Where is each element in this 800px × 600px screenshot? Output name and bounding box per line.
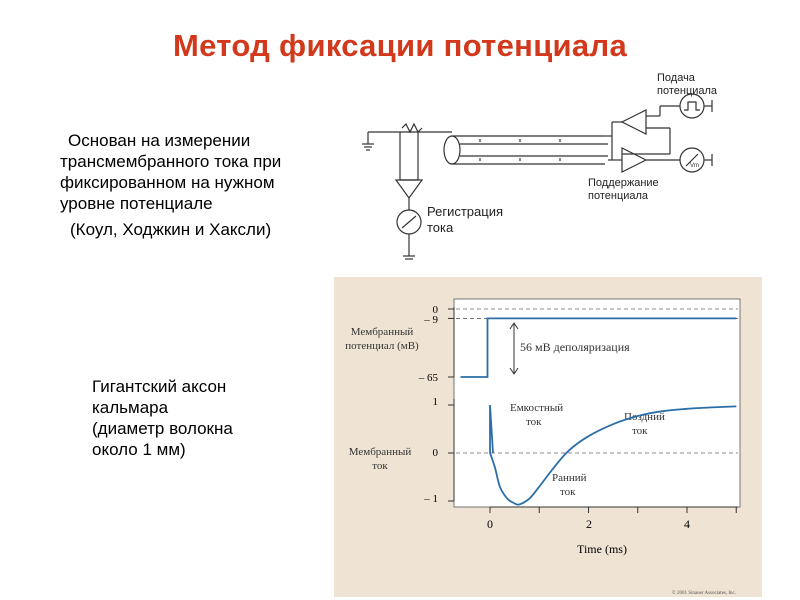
description-line: трансмембранного тока при: [60, 152, 282, 171]
early-current-label: Ранний ток: [552, 472, 589, 498]
copyright-note: © 2001 Sinauer Associates, Inc.: [672, 590, 736, 596]
voltage-clamp-chart: 0 – 9 – 65 1 0 – 1 0 2 4 Time (ms) Мембр…: [334, 277, 762, 597]
late-current-label: Поздний ток: [624, 411, 668, 437]
schematic-drawing: Vm: [362, 93, 713, 260]
current-tick-label: – 1: [423, 493, 438, 505]
axon-note-line: (диаметр волокна: [92, 419, 233, 438]
hold-label-line: потенциала: [588, 190, 649, 202]
description-line: фиксированном на нужном: [60, 173, 275, 192]
chart-svg: 0 – 9 – 65 1 0 – 1 0 2 4 Time (ms) Мембр…: [345, 298, 741, 596]
chart-series: [460, 317, 737, 506]
potential-tick-label: – 9: [423, 314, 438, 326]
axon-note-line: Гигантский аксон: [92, 377, 227, 396]
page-title: Метод фиксации потенциала: [172, 28, 627, 63]
x-tick-label: 2: [586, 517, 592, 531]
x-tick-label: 4: [684, 517, 690, 531]
capacitive-current-label: Емкостный ток: [510, 402, 566, 428]
supply-label: Подача потенциала: [657, 72, 717, 98]
potential-trace: [460, 317, 737, 378]
record-label-line: тока: [427, 220, 454, 235]
voltage-clamp-schematic: Vm Подача потенциала Поддержание потенци…: [360, 60, 760, 270]
late-line: Поздний: [624, 411, 665, 423]
authors-credit: (Коул, Ходжкин и Хаксли): [70, 220, 272, 239]
method-description: Основан на измерении трансмембранного то…: [60, 130, 330, 214]
current-trace: [489, 404, 737, 506]
early-line: ток: [560, 486, 576, 498]
hold-label: Поддержание потенциала: [588, 177, 659, 203]
vm-label: Vm: [690, 163, 699, 169]
description-line: Основан на измерении: [68, 131, 251, 150]
capacitive-line: Емкостный: [510, 402, 563, 414]
plot-area: [453, 298, 741, 508]
record-label-line: Регистрация: [427, 204, 503, 219]
capacitive-line: ток: [526, 416, 542, 428]
record-label: Регистрация тока: [427, 204, 503, 236]
axon-note-line: около 1 мм): [92, 440, 186, 459]
x-tick-label: 0: [487, 517, 493, 531]
axon-note-line: кальмара: [92, 398, 169, 417]
potential-tick-label: 0: [433, 304, 439, 316]
early-line: Ранний: [552, 472, 587, 484]
supply-label-line: потенциала: [657, 85, 718, 97]
late-line: ток: [632, 425, 648, 437]
potential-tick-label: – 65: [418, 372, 439, 384]
axon-note: Гигантский аксон кальмара (диаметр волок…: [92, 376, 233, 460]
supply-label-line: Подача: [657, 72, 695, 84]
current-tick-label: 1: [433, 396, 439, 408]
description-line: уровне потенциале: [60, 194, 213, 213]
depolarization-arrow: [509, 322, 519, 375]
current-tick-label: 0: [433, 447, 439, 459]
depolarization-annotation: 56 мВ деполяризация: [520, 340, 630, 354]
axis-ticks: [448, 308, 737, 513]
hold-label-line: Поддержание: [588, 177, 659, 189]
x-axis-label: Time (ms): [577, 542, 627, 556]
